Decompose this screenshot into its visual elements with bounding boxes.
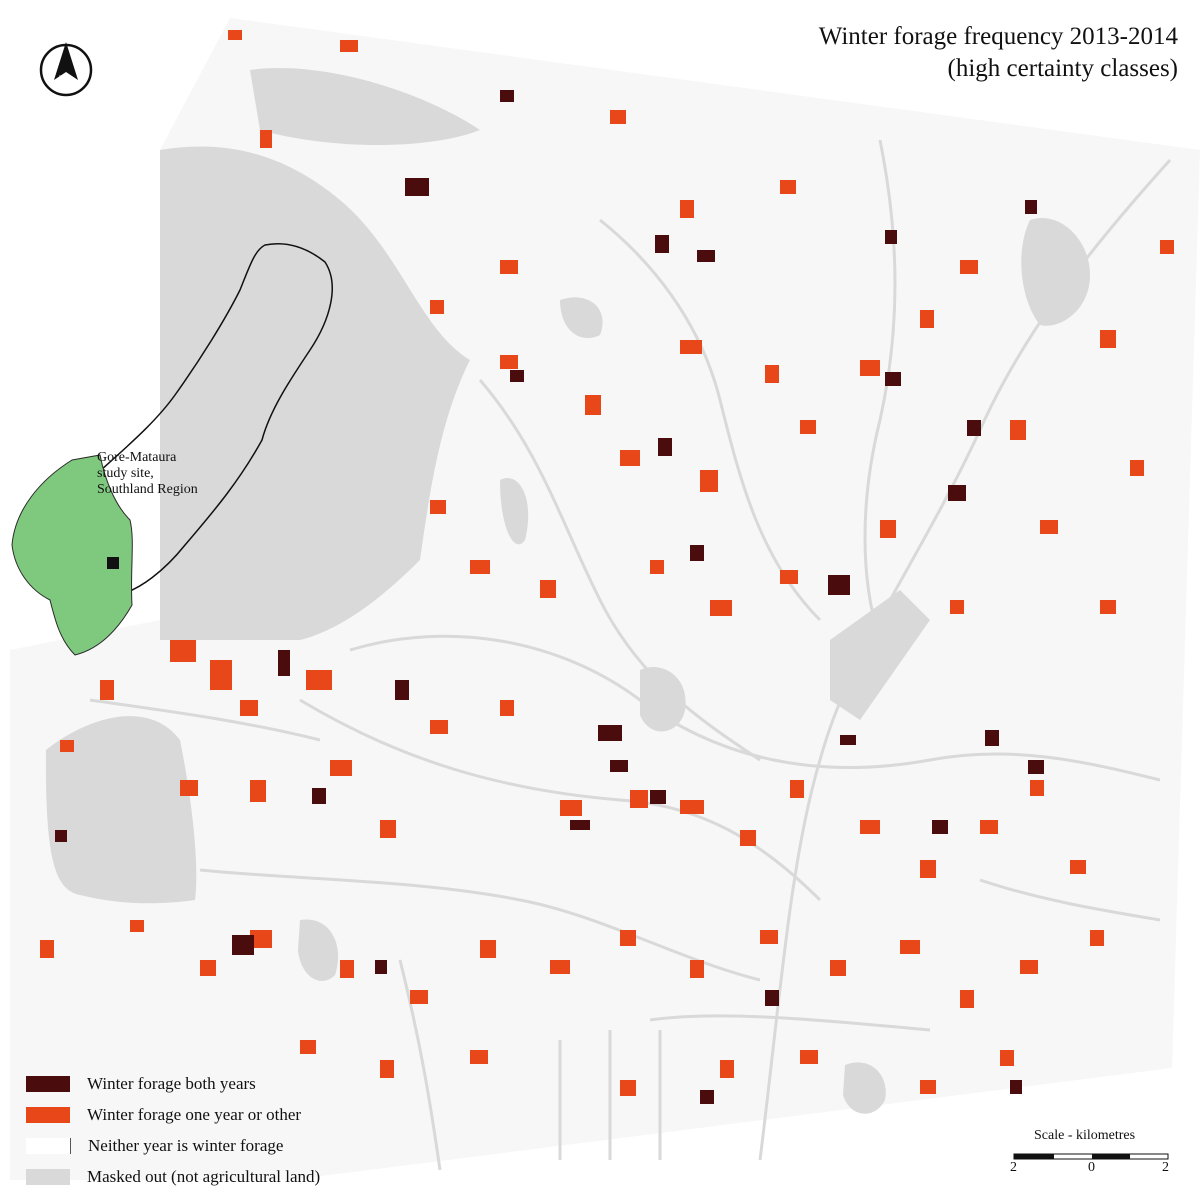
north-label: N xyxy=(59,73,71,90)
forage-one-year-patches xyxy=(40,30,1174,1096)
legend-row: Winter forage one year or other xyxy=(26,1099,320,1130)
legend-row: Neither year is winter forage xyxy=(26,1130,320,1161)
north-arrow-icon xyxy=(39,42,93,97)
map-legend: Winter forage both years Winter forage o… xyxy=(26,1068,320,1192)
inset-label-line: study site, xyxy=(97,466,154,481)
scale-bar xyxy=(1013,1153,1169,1160)
legend-swatch-one-year xyxy=(26,1106,70,1123)
legend-swatch-masked xyxy=(26,1168,70,1185)
road-network xyxy=(89,139,1172,1171)
south-island-inset xyxy=(11,242,333,656)
masked-areas xyxy=(45,68,1090,1114)
study-site-marker xyxy=(107,557,119,569)
legend-swatch-both-years xyxy=(26,1075,70,1092)
legend-row: Masked out (not agricultural land) xyxy=(26,1161,320,1192)
scale-tick-label: 2 xyxy=(1010,1160,1017,1175)
map-title-line1: Winter forage frequency 2013-2014 xyxy=(818,23,1178,50)
forage-both-years-patches xyxy=(55,90,1044,1104)
inset-label-line: Southland Region xyxy=(97,482,198,497)
map-title-line2: (high certainty classes) xyxy=(947,55,1178,82)
legend-label: Masked out (not agricultural land) xyxy=(87,1166,321,1186)
scale-tick-label: 2 xyxy=(1162,1160,1169,1175)
south-island-outline xyxy=(74,242,333,596)
inset-label: Gore-Mataura study site, Southland Regio… xyxy=(97,450,198,498)
legend-swatch-neither xyxy=(26,1137,71,1154)
legend-row: Winter forage both years xyxy=(26,1068,320,1099)
scale-tick-label: 0 xyxy=(1088,1160,1095,1175)
inset-label-line: Gore-Mataura xyxy=(97,450,177,465)
scale-title: Scale - kilometres xyxy=(1034,1128,1136,1143)
legend-label: Neither year is winter forage xyxy=(88,1135,284,1155)
legend-label: Winter forage one year or other xyxy=(87,1104,302,1124)
southland-region xyxy=(11,454,133,656)
legend-label: Winter forage both years xyxy=(87,1073,256,1093)
